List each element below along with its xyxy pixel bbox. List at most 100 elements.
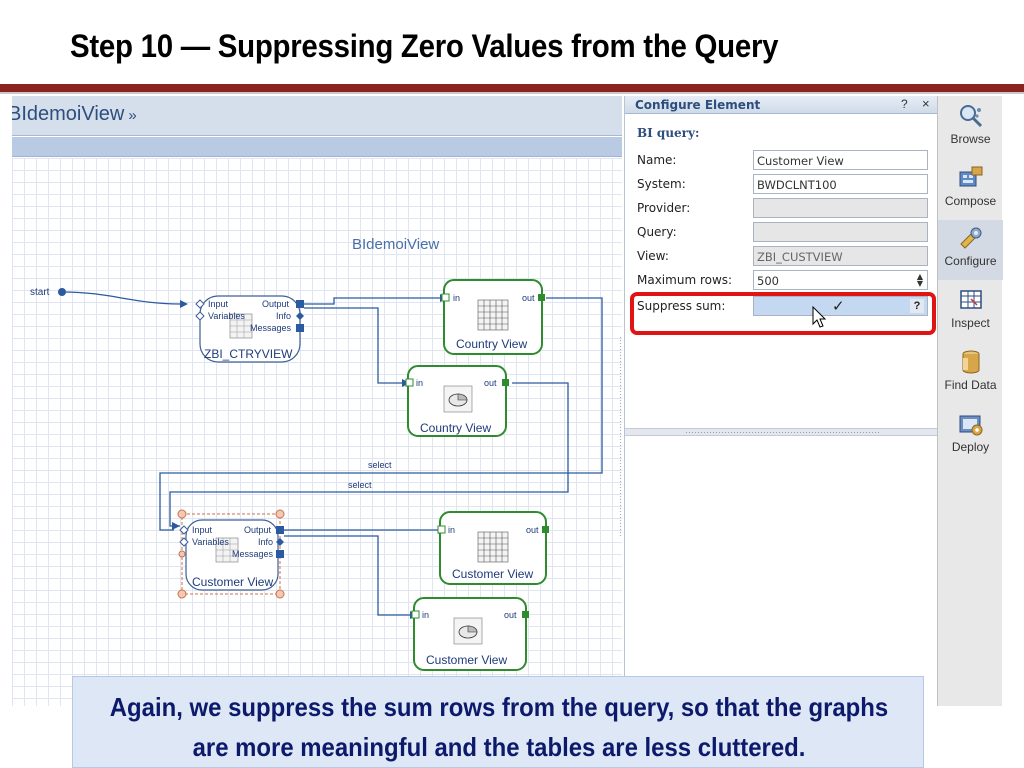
- config-title: Configure Element: [635, 98, 761, 112]
- label-query: Query:: [637, 225, 677, 239]
- port-messages: Messages: [250, 323, 292, 333]
- chart-node-country[interactable]: in out Country View: [405, 365, 509, 437]
- row-name: Name: Customer View: [637, 150, 932, 170]
- query-node-ctryview[interactable]: Input Variables Output Info Messages ZBI…: [195, 295, 304, 363]
- port-out: out: [484, 378, 497, 388]
- close-icon[interactable]: ×: [922, 96, 930, 111]
- spinner-arrows-icon[interactable]: ▲▼: [916, 272, 923, 288]
- max-rows-stepper[interactable]: 500 ▲▼: [753, 270, 928, 290]
- wire-label-select-2: select: [348, 480, 372, 490]
- port-out: out: [522, 293, 535, 303]
- toolbar-label: Browse: [950, 132, 991, 146]
- model-diagram[interactable]: select select start Input Variables Outp…: [12, 96, 622, 706]
- title-rule-shadow: [0, 92, 1024, 94]
- toolbar-deploy[interactable]: Deploy: [938, 406, 1003, 466]
- toolbar-find-data[interactable]: Find Data: [938, 344, 1003, 404]
- deploy-icon: [959, 415, 982, 436]
- caption-text: Again, we suppress the sum rows from the…: [109, 692, 889, 762]
- wire-output-country-pie: [304, 307, 402, 384]
- max-rows-value: 500: [757, 274, 779, 288]
- port-out: out: [526, 525, 539, 535]
- browse-icon: [959, 105, 982, 128]
- wire-select-2: [169, 382, 569, 527]
- view-field: ZBI_CUSTVIEW: [753, 246, 928, 266]
- toolbar-compose[interactable]: Compose: [938, 160, 1003, 220]
- toolbar-configure[interactable]: Configure: [938, 220, 1003, 280]
- toolbar-label: Inspect: [951, 316, 990, 330]
- configure-element-panel: Configure Element ? × BI query: Name: Cu…: [619, 96, 938, 706]
- row-max-rows: Maximum rows: 500 ▲▼: [637, 270, 932, 290]
- wire-select-1: [159, 297, 603, 531]
- port-out: out: [504, 610, 517, 620]
- start-node[interactable]: [58, 288, 66, 296]
- pie-chart-icon: [443, 385, 473, 413]
- row-query: Query:: [637, 222, 932, 242]
- perspective-toolbar: Browse Compose Configure: [937, 96, 1003, 706]
- chart-node-customer[interactable]: in out Customer View: [411, 597, 529, 671]
- wire-label-select-1: select: [368, 460, 392, 470]
- checkmark-icon: ✓: [832, 298, 845, 315]
- highlight-box: [630, 292, 936, 335]
- port-variables: Variables: [192, 537, 229, 547]
- suppress-help-button[interactable]: ?: [910, 299, 924, 313]
- title-rule: [0, 84, 1024, 92]
- mouse-cursor-icon: [812, 306, 827, 328]
- port-in: in: [416, 378, 423, 388]
- row-provider: Provider:: [637, 198, 932, 218]
- toolbar-label: Compose: [944, 194, 997, 208]
- section-heading: BI query:: [637, 126, 700, 140]
- port-in: in: [448, 525, 455, 535]
- toolbar-browse[interactable]: Browse: [938, 98, 1003, 158]
- wire-output-customer-pie: [284, 535, 410, 616]
- label-name: Name:: [637, 153, 677, 167]
- toolbar-label: Deploy: [951, 440, 990, 454]
- canvas-breadcrumb[interactable]: BIdemoiView»: [12, 103, 137, 126]
- system-field[interactable]: BWDCLNT100: [753, 174, 928, 194]
- port-in: in: [453, 293, 460, 303]
- slide-title: Step 10 — Suppressing Zero Values from t…: [70, 28, 779, 64]
- toolbar-label: Configure: [944, 254, 997, 268]
- canvas-header: BIdemoiView»: [12, 96, 622, 136]
- node-caption-customer-pie: Customer View: [426, 653, 507, 667]
- breadcrumb-separator: »: [128, 107, 137, 124]
- row-view: View: ZBI_CUSTVIEW: [637, 246, 932, 266]
- help-icon[interactable]: ?: [901, 97, 908, 111]
- inspect-icon: [959, 290, 982, 309]
- table-node-country[interactable]: in out Country View: [441, 279, 545, 355]
- find-data-icon: [962, 350, 979, 374]
- label-provider: Provider:: [637, 201, 691, 215]
- compose-icon: [959, 166, 982, 187]
- start-label: start: [30, 287, 50, 298]
- canvas-title: BIdemoiView: [12, 103, 125, 125]
- row-suppress-sum: Suppress sum: ✓ ?: [637, 296, 932, 316]
- wire-output-country-table: [304, 297, 440, 305]
- port-messages: Messages: [232, 549, 274, 559]
- table-icon: [477, 531, 509, 563]
- panel-resize-grip[interactable]: [619, 336, 623, 536]
- query-field: [753, 222, 928, 242]
- toolbar-inspect[interactable]: Inspect: [938, 282, 1003, 342]
- panel-splitter[interactable]: [625, 428, 938, 436]
- query-node-custview[interactable]: Input Variables Output Info Messages Cus…: [177, 509, 285, 599]
- port-output: Output: [244, 525, 272, 535]
- label-suppress-sum: Suppress sum:: [637, 299, 726, 313]
- toolbar-label: Find Data: [944, 378, 997, 392]
- node-caption-ctryview: ZBI_CTRYVIEW: [204, 347, 293, 361]
- provider-field: [753, 198, 928, 218]
- config-header: Configure Element ? ×: [625, 96, 938, 114]
- port-in: in: [422, 610, 429, 620]
- port-variables: Variables: [208, 311, 245, 321]
- table-node-customer[interactable]: in out Customer View: [437, 511, 549, 585]
- label-max-rows: Maximum rows:: [637, 273, 733, 287]
- node-caption-custview: Customer View: [192, 575, 273, 589]
- name-field[interactable]: Customer View: [753, 150, 928, 170]
- node-caption-customer-table: Customer View: [452, 567, 533, 581]
- canvas-toolbar: [12, 137, 622, 157]
- port-info: Info: [276, 311, 291, 321]
- configure-icon: [959, 227, 981, 249]
- splitter-grip: [685, 431, 880, 434]
- label-system: System:: [637, 177, 686, 191]
- suppress-sum-checkbox[interactable]: ✓ ?: [753, 296, 928, 316]
- table-icon: [477, 299, 509, 331]
- caption-box: Again, we suppress the sum rows from the…: [72, 676, 924, 768]
